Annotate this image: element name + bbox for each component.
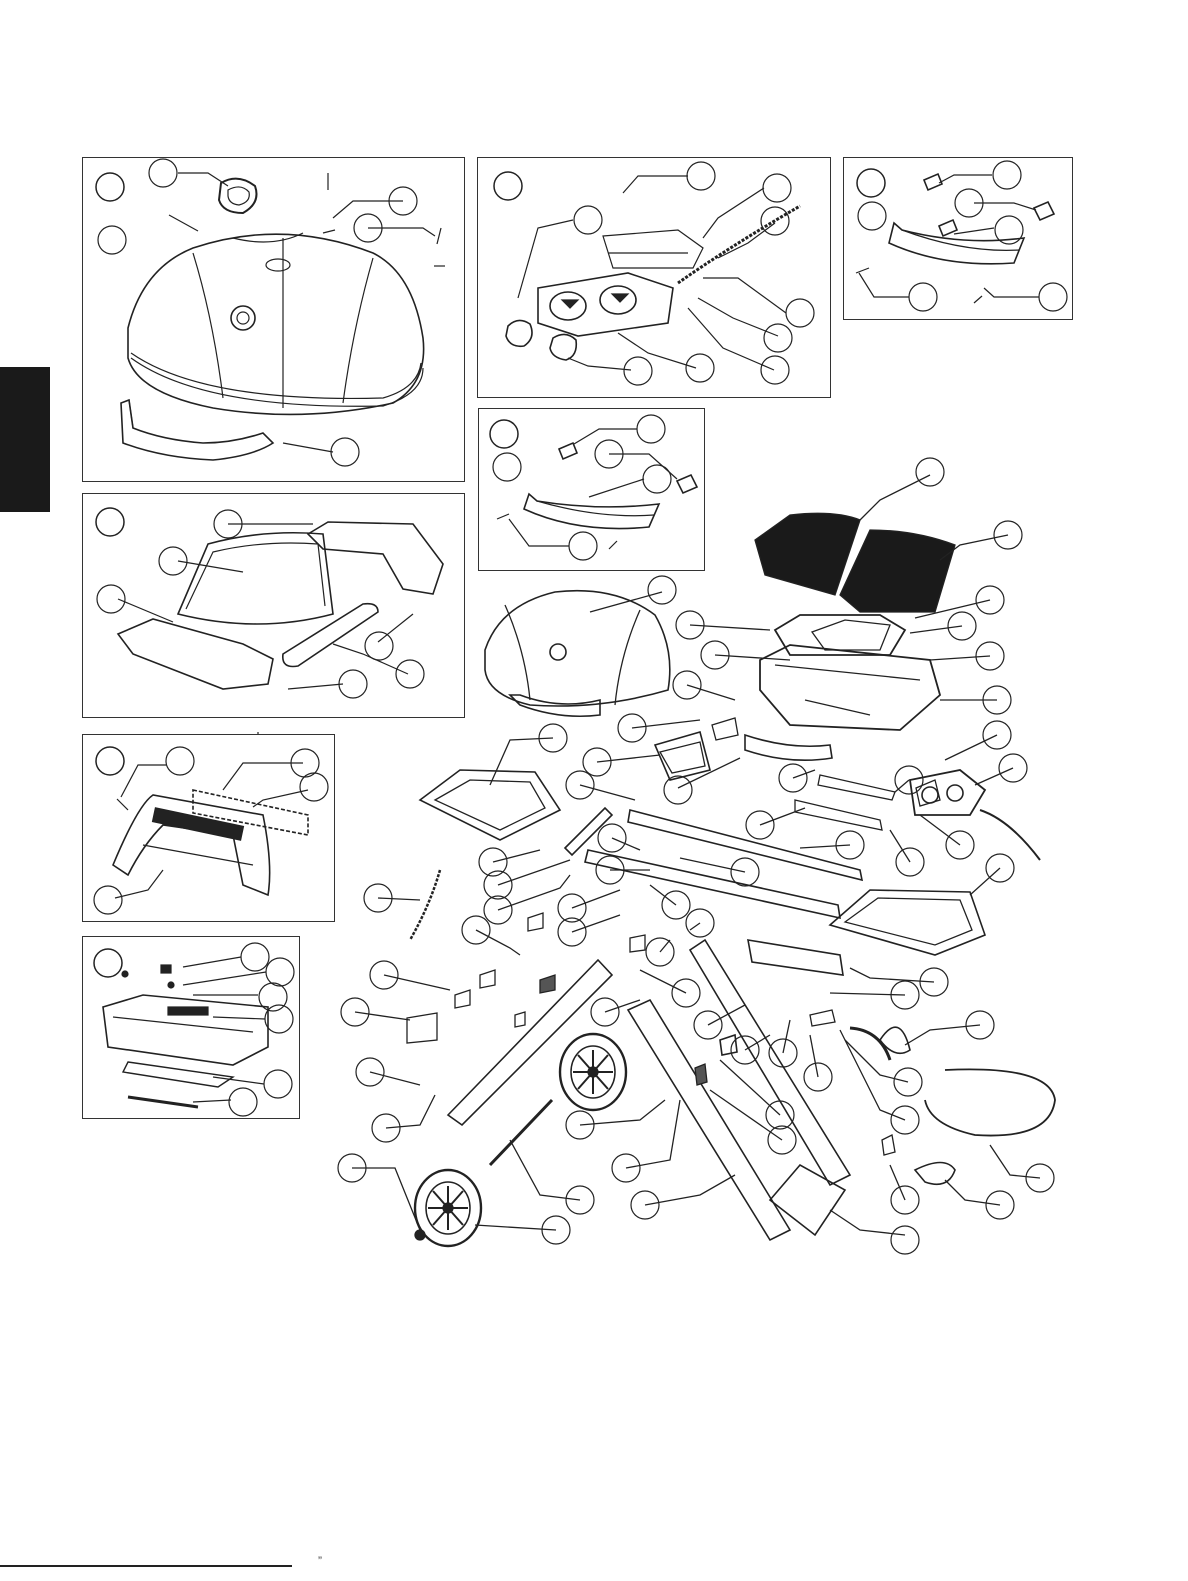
footer-mark: ” [318, 1554, 322, 1568]
cooking-grids [755, 513, 955, 612]
footer-rule [0, 1565, 292, 1567]
wheel-upper [560, 1034, 626, 1110]
